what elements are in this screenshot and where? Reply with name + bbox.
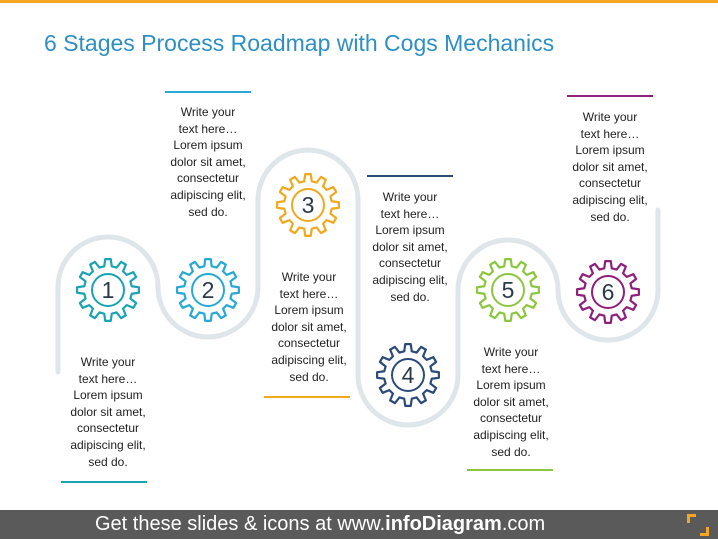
stage-4-number: 4 bbox=[402, 362, 415, 388]
top-accent-bar bbox=[0, 0, 718, 3]
page-title: 6 Stages Process Roadmap with Cogs Mecha… bbox=[44, 30, 555, 56]
stage-2-cog: 2 bbox=[176, 258, 240, 322]
cog-icon bbox=[76, 258, 140, 322]
stage-5-rule bbox=[467, 469, 553, 471]
cog-inner-ring bbox=[291, 188, 325, 222]
stage-2-number: 2 bbox=[202, 277, 215, 303]
stage-3-cog: 3 bbox=[276, 173, 340, 237]
cog-icon bbox=[176, 258, 240, 322]
stage-1-rule bbox=[61, 481, 147, 483]
stage-2-rule bbox=[165, 91, 251, 93]
infodiagram-logo-icon bbox=[687, 514, 709, 536]
footer-bar: Get these slides & icons at www.infoDiag… bbox=[0, 510, 718, 539]
cog-icon bbox=[376, 343, 440, 407]
stage-5-cog: 5 bbox=[476, 258, 540, 322]
stage-1-number: 1 bbox=[102, 277, 115, 303]
footer-text[interactable]: Get these slides & icons at www.infoDiag… bbox=[95, 513, 546, 535]
stage-3-number: 3 bbox=[302, 192, 315, 218]
stage-1-cog: 1 bbox=[76, 258, 140, 322]
cog-inner-ring bbox=[591, 275, 625, 309]
stage-4-cog: 4 bbox=[376, 343, 440, 407]
stage-6-cog: 6 bbox=[576, 260, 640, 324]
stage-5-number: 5 bbox=[502, 277, 515, 303]
stage-3-rule bbox=[264, 396, 350, 398]
cog-icon bbox=[476, 258, 540, 322]
stage-4-rule bbox=[367, 175, 453, 177]
cog-inner-ring bbox=[391, 358, 425, 392]
cog-inner-ring bbox=[191, 273, 225, 307]
cog-icon bbox=[576, 260, 640, 324]
stage-6-number: 6 bbox=[602, 279, 615, 305]
stage-6-rule bbox=[567, 95, 653, 97]
cog-inner-ring bbox=[491, 273, 525, 307]
roadmap-track bbox=[55, 147, 661, 428]
cog-icon bbox=[276, 173, 340, 237]
cog-inner-ring bbox=[91, 273, 125, 307]
